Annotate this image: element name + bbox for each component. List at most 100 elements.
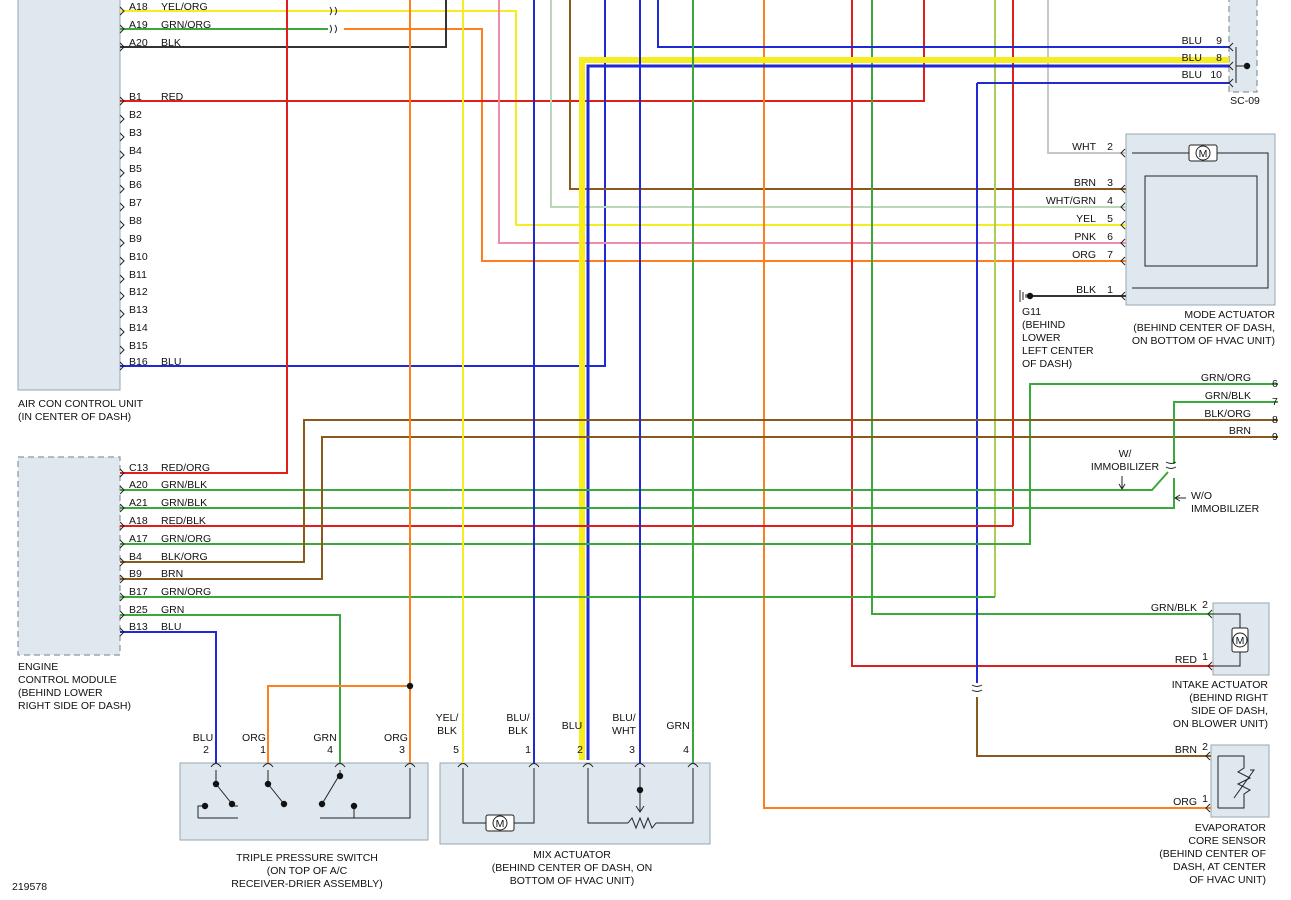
ecm-wire-B4-5: BLK/ORG [161, 551, 208, 563]
ecm-connector-5 [119, 557, 125, 567]
accu-pin-B13: B13 [129, 304, 148, 316]
accu-connector-18 [119, 361, 125, 371]
engine-control-module-label-line-3: RIGHT SIDE OF DASH) [18, 700, 131, 712]
accu-pin-B1: B1 [129, 91, 142, 103]
wire-right-7-grnblk [1173, 401, 1278, 464]
ecm-pin-B17-7: B17 [129, 586, 148, 598]
air-con-control-unit-label-line-1: (IN CENTER OF DASH) [18, 411, 131, 423]
tps-switch-pivot-5 [280, 800, 288, 808]
wire-mode-wht [1047, 0, 1126, 154]
ecm-wire-A17-4: GRN/ORG [161, 533, 211, 545]
ecm-pin-A21-2: A21 [129, 497, 148, 509]
mode-connector-2 [1120, 202, 1126, 212]
tps-pin-1: 1 [260, 744, 266, 756]
ecm-pin-B9-6: B9 [129, 568, 142, 580]
accu-pin-B16: B16 [129, 356, 148, 368]
sc09-wire-8-1: BLU [1182, 52, 1202, 64]
ecm-connector-3 [119, 521, 125, 531]
mix-actuator-right-loop [587, 768, 694, 824]
ecm-wire-B25-8: GRN [161, 604, 184, 616]
mode-connector-1 [1120, 184, 1126, 194]
accu-pin-B6: B6 [129, 179, 142, 191]
evap-pin-2: 2 [1202, 741, 1208, 753]
evap-pin-1: 1 [1202, 793, 1208, 805]
mix-wire-3-1: WHT [612, 725, 636, 737]
ecm-wire-B9-6: BRN [161, 568, 183, 580]
mix-wire-3-0: BLU/ [612, 712, 635, 724]
ecm-connector-2 [119, 503, 125, 513]
evaporator-core-sensor-label-line-4: OF HVAC UNIT) [1189, 874, 1266, 886]
ecm-pin-B4-5: B4 [129, 551, 142, 563]
tps-pin-3: 3 [399, 744, 405, 756]
engine-control-module-box [17, 456, 121, 656]
tps-connector-3 [404, 763, 416, 768]
evap-connector-1 [1205, 803, 1211, 813]
accu-connector-4 [119, 114, 125, 124]
ecm-connector-4 [119, 539, 125, 549]
accu-wire-A18: YEL/ORG [161, 1, 208, 13]
w-immobilizer-arrow-icon [1118, 476, 1126, 490]
mix-connector-3 [634, 763, 646, 768]
accu-connector-1 [119, 24, 125, 34]
mode-connector-6 [1120, 291, 1126, 301]
ecm-pin-B25-8: B25 [129, 604, 148, 616]
ecm-wire-B13-9: BLU [161, 621, 181, 633]
ecm-connector-6 [119, 574, 125, 584]
accu-connector-8 [119, 184, 125, 194]
wire-ecm-c13-redorg [120, 0, 288, 474]
mix-connector-1 [528, 763, 540, 768]
wire-ecm-b25-grn [120, 614, 341, 763]
w-immobilizer-label-line-1: IMMOBILIZER [1091, 461, 1160, 473]
tps-wire-3-3: ORG [384, 732, 408, 744]
mix-connector-0 [457, 763, 469, 768]
tps-wire-1-1: ORG [242, 732, 266, 744]
accu-pin-B2: B2 [129, 109, 142, 121]
tps-switch-pivot-0 [212, 780, 220, 788]
wire-bundle-blue [586, 64, 1229, 760]
evaporator-core-sensor-label-line-1: CORE SENSOR [1188, 835, 1266, 847]
sc09-box [1228, 0, 1258, 93]
mode-connector-0 [1120, 148, 1126, 158]
triple-pressure-switch-label-line-2: RECEIVER-DRIER ASSEMBLY) [231, 878, 383, 890]
diagram-id: 219578 [12, 881, 47, 893]
right-pin-7: 7 [1272, 396, 1278, 408]
g11-label-line-3: LEFT CENTER [1022, 345, 1094, 357]
g11-label-line-2: LOWER [1022, 332, 1061, 344]
right-wire-7: GRN/BLK [1205, 390, 1251, 402]
mode-actuator-inner-box [1144, 175, 1258, 267]
ground-g11-icon [1019, 290, 1027, 302]
wire-ecm-b9-brn [120, 436, 1278, 580]
mode-actuator-label-line-1: (BEHIND CENTER OF DASH, [1133, 322, 1275, 334]
sc09-connector-1 [1228, 61, 1234, 71]
ecm-pin-A18-3: A18 [129, 515, 148, 527]
mode-wire-7: ORG [1072, 249, 1096, 261]
accu-pin-B7: B7 [129, 197, 142, 209]
inline-connector-evap [971, 684, 983, 692]
mode-wire-4: WHT/GRN [1046, 195, 1096, 207]
accu-pin-B8: B8 [129, 215, 142, 227]
mode-motor-icon-letter: M [1199, 148, 1208, 160]
intake-pin-1: 1 [1202, 651, 1208, 663]
mode-actuator-label-line-2: ON BOTTOM OF HVAC UNIT) [1132, 335, 1275, 347]
accu-connector-6 [119, 150, 125, 160]
triple-pressure-switch-label-line-1: (ON TOP OF A/C [267, 865, 348, 877]
triple-pressure-switch-label-line-0: TRIPLE PRESSURE SWITCH [236, 852, 378, 864]
ecm-connector-9 [119, 627, 125, 637]
accu-pin-B12: B12 [129, 286, 148, 298]
mix-motor-icon-rotor [492, 815, 508, 831]
wire-evap-brn [976, 697, 1211, 757]
sc09-label: SC-09 [1230, 95, 1260, 107]
mix-actuator-label-line-0: MIX ACTUATOR [533, 849, 611, 861]
accu-connector-14 [119, 291, 125, 301]
wire-ecm-a17-grnorg [120, 383, 1278, 545]
mix-connector-4 [687, 763, 699, 768]
intake-connector-1 [1207, 661, 1213, 671]
sc09-wire-9-0: BLU [1182, 35, 1202, 47]
mode-actuator-box [1125, 133, 1276, 306]
mix-pot-dot [636, 786, 644, 794]
wire-vert-red-intake [851, 0, 1213, 667]
evap-wire-1: ORG [1173, 796, 1197, 808]
g11-label-line-4: OF DASH) [1022, 358, 1072, 370]
